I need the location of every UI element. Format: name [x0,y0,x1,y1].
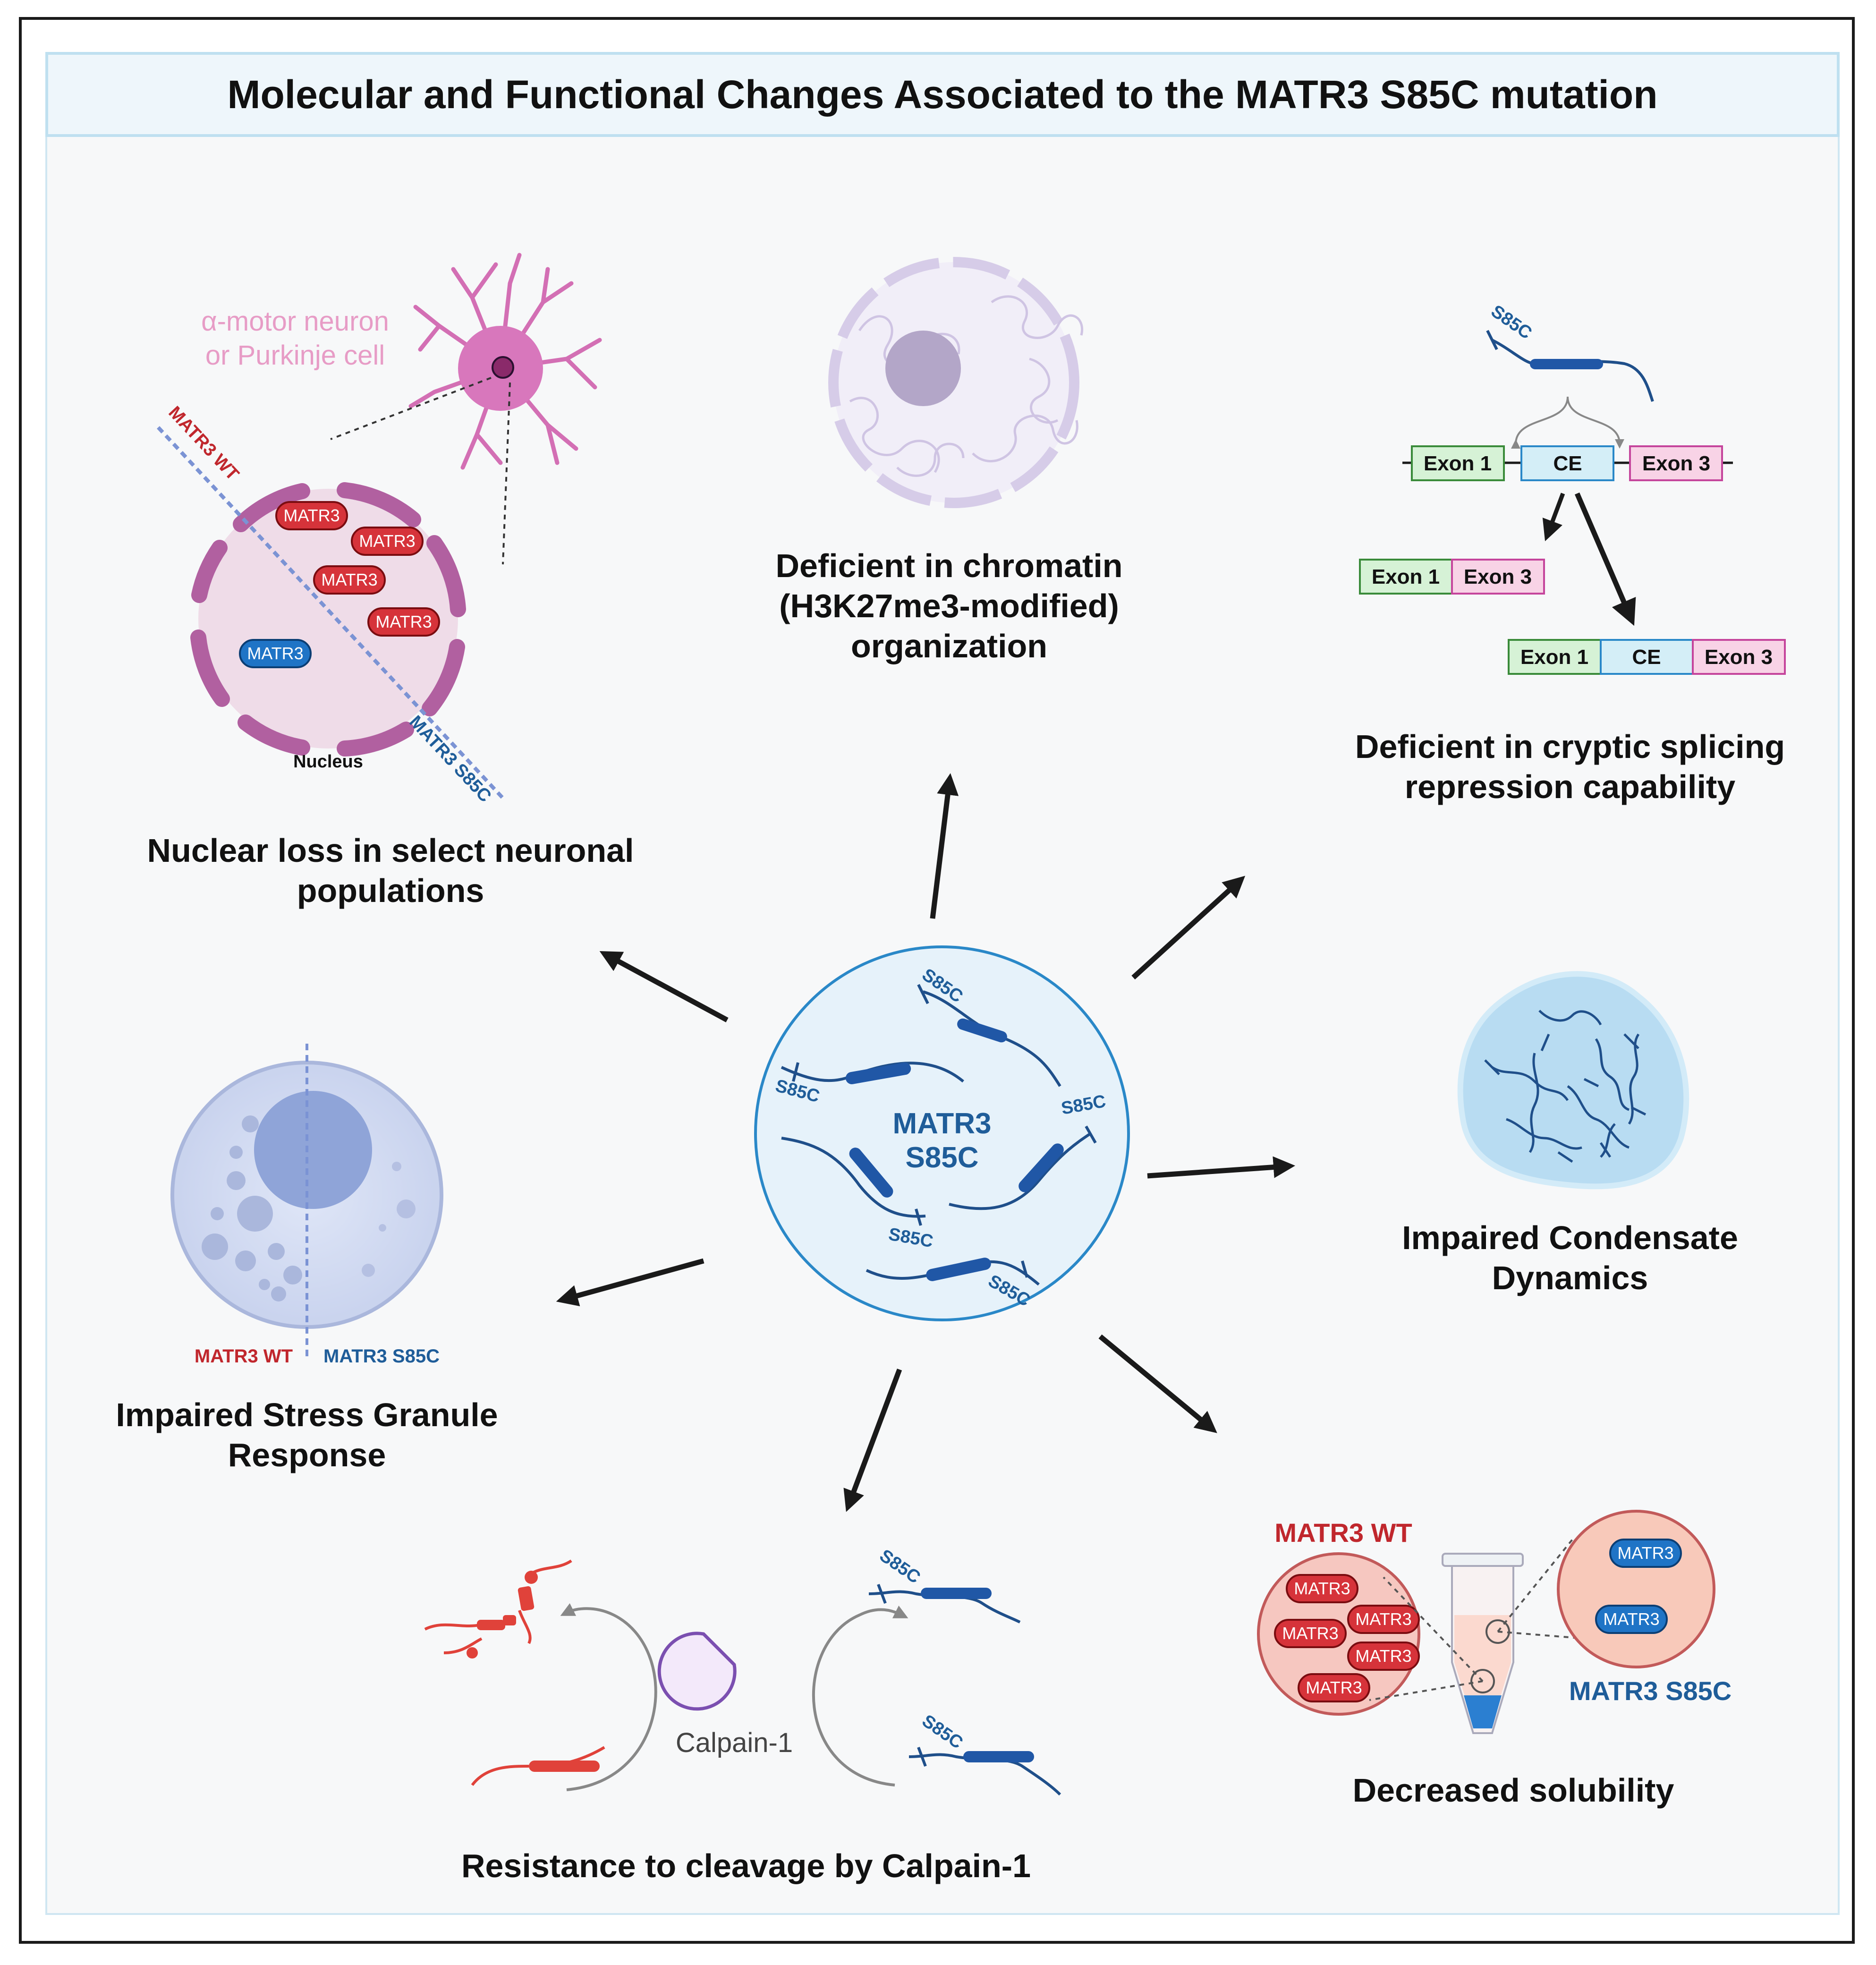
chromatin-envelope [828,257,1079,508]
arrow-to-chromatin [930,773,959,919]
neuron-label-1: α-motor neuron [201,306,389,337]
pill-2: MATR3 [359,531,415,551]
arrow-to-condensate [1147,1156,1296,1179]
short-exon3-label: Exon 3 [1464,565,1532,588]
neuron-label-2: or Purkinje cell [205,340,385,371]
sol-wt-pills: MATR3 MATR3 MATR3 MATR3 MATR3 [1274,1574,1420,1702]
splicing-caption-2: repression capability [1405,768,1735,805]
nuclear-envelope [190,482,466,757]
condensate-strands [1491,1010,1640,1158]
sg-caption-2: Response [228,1437,386,1473]
sol-mut-pill-2: MATR3 [1603,1609,1659,1629]
title-bar: Molecular and Functional Changes Associa… [45,52,1840,137]
long-ce-label: CE [1632,646,1661,669]
sol-pill-3: MATR3 [1282,1624,1338,1643]
arrow-to-calpain [843,1369,902,1512]
exon1-box [1411,445,1505,481]
calpain-mut-tag-2: S85C [918,1711,967,1753]
figure-title: Molecular and Functional Changes Associa… [227,72,1658,117]
sol-pill-5: MATR3 [1306,1678,1362,1697]
center-matr3-s85c: S85C S85C S85C S85C S85C MATR3 S85C [754,945,1130,1321]
calpain-panel: Calpain-1 S85C S85C Resistance to cleava… [424,1546,1061,1884]
sol-mut-circle [1557,1510,1715,1668]
sol-mut-pill-1: MATR3 [1617,1543,1673,1563]
nucleus-mut-label: MATR3 S85C [405,712,495,806]
mut-strand-blocks [921,1588,1034,1762]
radial-arrows [556,773,1296,1512]
calpain-mut-tag-1: S85C [876,1546,924,1588]
condensate-droplet [1457,971,1689,1190]
matr3-mut-pill [239,639,312,668]
calpain-icon [657,1632,737,1711]
wt-fragment-blocks [467,1571,600,1772]
center-label-2: S85C [905,1141,978,1174]
neuron-nucleus [492,356,514,379]
sol-mut-label: MATR3 S85C [1569,1676,1732,1706]
chromatin-caption-3: organization [851,628,1047,664]
ce-box [1520,445,1614,481]
wt-fragments [424,1559,605,1786]
long-exon3-label: Exon 3 [1705,646,1773,669]
nuclear-loss-caption-1: Nuclear loss in select neuronal [147,832,634,869]
solubility-panel: MATR3 WT MATR3 MATR3 MATR3 MATR3 MATR3 [1257,1510,1732,1809]
split-line [157,426,504,800]
chromatin-caption-2: (H3K27me3-modified) [779,587,1119,624]
exon3-box [1629,445,1723,481]
pill-1: MATR3 [283,506,340,525]
sol-wt-label: MATR3 WT [1274,1518,1412,1548]
condensate-panel: Impaired Condensate Dynamics [1402,971,1738,1296]
sol-pill-1: MATR3 [1294,1579,1350,1598]
center-label-1: MATR3 [893,1107,992,1140]
wt-cleave-arrow [560,1603,657,1791]
calpain-caption: Resistance to cleavage by Calpain-1 [461,1847,1031,1884]
splicing-tag: S85C [1487,301,1536,343]
arrow-to-nuclear-loss [599,951,729,1022]
matr3-wt-pills: MATR3 MATR3 MATR3 MATR3 [275,501,440,637]
sg-mut-label: MATR3 S85C [323,1346,440,1367]
condensate-caption-1: Impaired Condensate [1402,1219,1738,1256]
stress-granule-panel: MATR3 WT MATR3 S85C Impaired Stress Gran… [116,1044,498,1473]
long-exon1-label: Exon 1 [1520,646,1588,669]
short-exon1-label: Exon 1 [1372,565,1440,588]
condensate-tags [1484,1033,1647,1163]
sol-pill-4: MATR3 [1355,1646,1411,1666]
solubility-caption: Decreased solubility [1353,1772,1674,1809]
pill-3: MATR3 [321,570,377,589]
sg-granules-wt [202,1115,302,1301]
condensate-caption-2: Dynamics [1492,1259,1648,1296]
pill-4: MATR3 [375,612,432,631]
nucleus-wt-label: MATR3 WT [164,402,243,484]
ce-label: CE [1553,452,1582,475]
nuclear-loss-caption-2: populations [297,872,484,909]
sg-caption-1: Impaired Stress Granule [116,1396,498,1433]
arrow-to-splicing [1131,876,1246,980]
sg-granules-mut [362,1162,416,1277]
tube-icon [1442,1553,1524,1734]
sg-nucleus [254,1091,372,1209]
sg-wt-label: MATR3 WT [195,1346,293,1367]
chromatin-panel: Deficient in chromatin (H3K27me3-modifie… [775,257,1123,664]
matr3-mut-pill-label: MATR3 [247,644,303,663]
chromatin-caption-1: Deficient in chromatin [775,547,1122,584]
sol-pill-2: MATR3 [1355,1609,1411,1629]
mut-resist-arrow [812,1605,908,1786]
exon3-label: Exon 3 [1642,452,1710,475]
exon1-label: Exon 1 [1424,452,1492,475]
mut-strands [868,1590,1061,1796]
arrow-to-solubility [1098,1334,1217,1433]
calpain-label: Calpain-1 [676,1727,793,1758]
splicing-panel: S85C Exon 1 CE Exon 3 Exon 1 Exon 3 Exon… [1355,301,1786,805]
nucleolus [885,331,961,406]
arrow-to-stress-granule [556,1258,705,1307]
splicing-caption-1: Deficient in cryptic splicing [1355,728,1785,765]
nuclear-loss-panel: α-motor neuron or Purkinje cell MATR3 WT… [147,253,634,909]
nucleus-label: Nucleus [293,752,363,772]
